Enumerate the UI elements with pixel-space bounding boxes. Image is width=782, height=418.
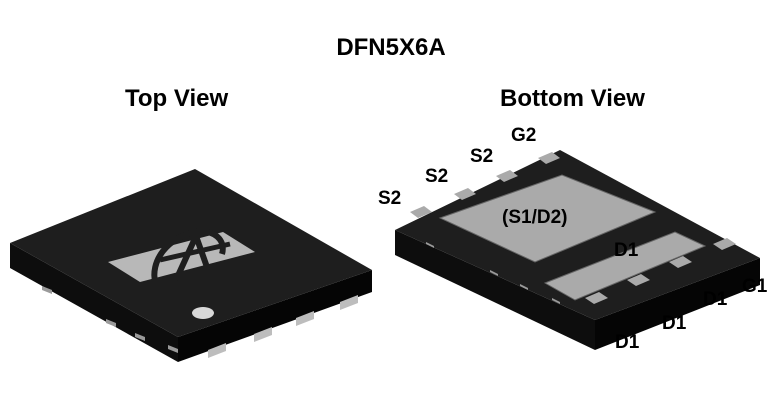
pin1-marker-dot xyxy=(192,307,214,319)
bottom-view-left-side xyxy=(395,230,595,350)
pin-label-s2: S2 xyxy=(378,188,402,209)
pin-label-d1: D1 xyxy=(703,289,728,310)
pin-label-d1: D1 xyxy=(615,332,640,353)
pad-label-d1: D1 xyxy=(614,240,639,261)
top-view-leads xyxy=(42,286,358,358)
bottom-view-right-side xyxy=(595,258,760,350)
top-view-left-side xyxy=(10,243,178,362)
bottom-view-title: Bottom View xyxy=(500,85,645,112)
pad-label-s1-d2: (S1/D2) xyxy=(502,207,568,228)
pin-label-d1: D1 xyxy=(662,313,687,334)
bottom-view-side-leads xyxy=(426,242,560,304)
pin-label-g1: G1 xyxy=(742,276,768,297)
bottom-view-bottom-pins xyxy=(585,238,736,304)
pad-s1-d2 xyxy=(438,174,657,263)
pin-label-s2: S2 xyxy=(425,166,449,187)
company-logo-icon xyxy=(108,227,255,287)
pin-label-g2: G2 xyxy=(511,125,537,146)
top-view-title: Top View xyxy=(125,85,229,112)
package-title: DFN5X6A xyxy=(336,34,446,61)
top-view-right-side xyxy=(178,270,372,362)
pad-d1 xyxy=(543,231,707,301)
bottom-view-top-pins xyxy=(410,152,560,218)
bottom-view-package xyxy=(395,150,760,350)
top-view-package xyxy=(10,169,372,362)
pin-label-s2: S2 xyxy=(470,146,494,167)
